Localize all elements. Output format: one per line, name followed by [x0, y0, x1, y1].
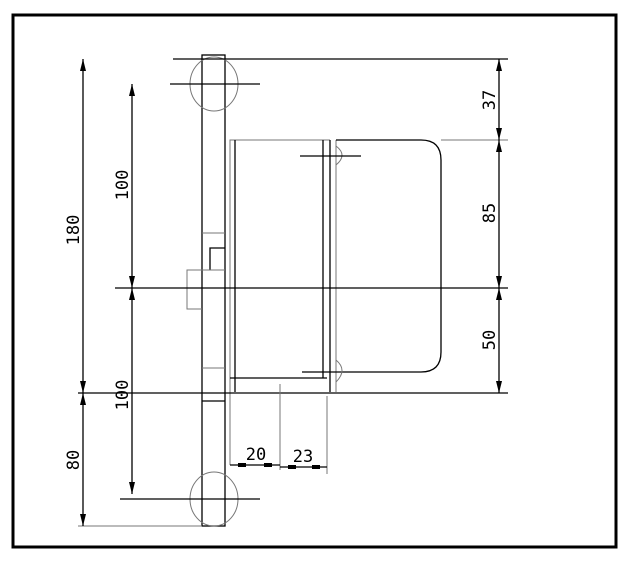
dimension-lines: [82, 59, 500, 526]
enclosure-body: [229, 139, 508, 465]
dim-100-lower: 100: [113, 380, 133, 411]
dim-80: 80: [64, 450, 84, 470]
dim-20: 20: [246, 445, 266, 465]
dim-100-upper: 100: [113, 170, 133, 201]
dim-50: 50: [480, 330, 500, 350]
mounting-lugs: [189, 56, 239, 527]
mounting-plate: [186, 54, 226, 527]
drawing-frame: [11, 13, 618, 549]
dim-180: 180: [64, 215, 84, 246]
dim-37: 37: [480, 90, 500, 110]
dim-23: 23: [293, 447, 313, 467]
dimension-arrows: [80, 59, 502, 526]
dim-85: 85: [480, 203, 500, 223]
reference-lines: [78, 58, 508, 527]
